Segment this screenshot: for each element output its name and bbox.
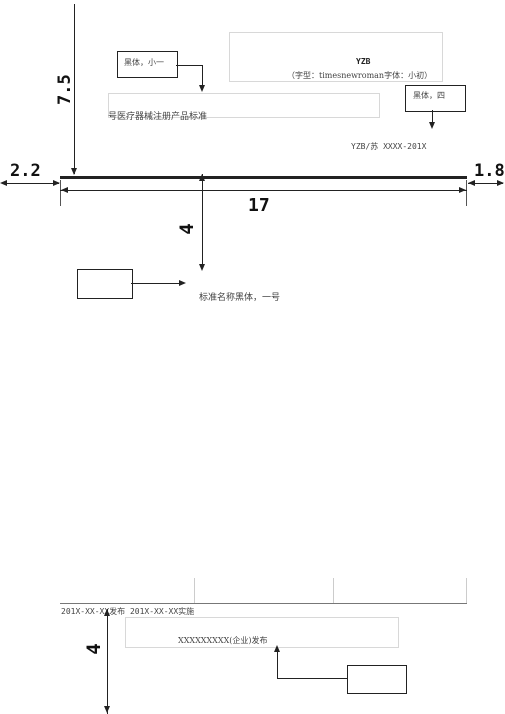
width-label: 17: [248, 195, 270, 216]
bottom-spacing-label: 4: [83, 643, 105, 655]
footer-column-divider-3: [466, 578, 467, 603]
right-margin-arrow-left: [468, 180, 475, 186]
top-margin-arrow-head: [71, 168, 77, 175]
publisher-callout-arrow: [274, 645, 280, 652]
header-rule: [60, 176, 467, 179]
font-note: （字型：timesnewroman字体：小初）: [287, 71, 433, 80]
width-arrow-right: [459, 187, 466, 193]
callout-label-heiti-xiaoyi: 黑体，小一: [124, 58, 164, 67]
bottom-spacing-arrow-up: [104, 609, 110, 616]
standard-code: YZB: [356, 57, 371, 66]
left-margin-arrow-right: [53, 180, 60, 186]
footer-dates: 201X-XX-XX发布 201X-XX-XX实施: [61, 607, 195, 616]
width-dimension-line: [60, 190, 467, 191]
right-margin-arrow-right: [497, 180, 504, 186]
width-extension-left: [60, 180, 61, 206]
standard-number: YZB/苏 XXXX-201X: [351, 142, 427, 151]
bottom-spacing-dimension-line: [107, 609, 108, 714]
publisher-callout-connector-horizontal: [277, 678, 347, 679]
title-spacing-dimension-line: [202, 174, 203, 268]
width-arrow-left: [61, 187, 68, 193]
standard-code-box: [229, 32, 443, 82]
publisher-callout-connector-vertical: [277, 651, 278, 679]
publisher: XXXXXXXXX(企业)发布: [178, 636, 268, 645]
top-margin-dimension-line: [74, 4, 75, 174]
callout-label-heiti-si: 黑体，四: [413, 91, 445, 100]
publisher-callout-box: [347, 665, 407, 694]
right-margin-dimension-line: [468, 183, 503, 184]
footer-rule: [60, 603, 467, 604]
callout-si-connector: [432, 110, 433, 124]
top-margin-label: 7.5: [55, 74, 75, 105]
title-callout-connector: [131, 283, 179, 284]
callout-arrow-heiti-si: [429, 122, 435, 129]
callout-arrow-heiti-xiaoyi: [199, 85, 205, 92]
callout-connector-vertical: [202, 65, 203, 87]
title-note: 标准名称黑体，一号: [199, 293, 281, 303]
left-margin-dimension-line: [3, 183, 59, 184]
callout-box-heiti-xiaoyi: [117, 51, 178, 78]
left-margin-arrow-left: [0, 180, 7, 186]
footer-column-divider-1: [194, 578, 195, 603]
registration-title: 号医疗器械注册产品标准: [108, 112, 208, 122]
left-margin-label: 2.2: [10, 161, 41, 181]
registration-title-box: [108, 93, 380, 118]
title-spacing-arrow-down: [199, 264, 205, 271]
footer-column-divider-2: [333, 578, 334, 603]
right-margin-label: 1.8: [474, 161, 505, 181]
bottom-spacing-arrow-down: [104, 706, 110, 713]
callout-box-heiti-si: [405, 85, 466, 112]
width-extension-right: [466, 180, 467, 206]
title-callout-box: [77, 269, 133, 299]
callout-connector-horizontal: [176, 65, 203, 66]
publisher-box: [125, 617, 399, 648]
title-callout-arrow: [179, 280, 186, 286]
title-spacing-arrow-up: [199, 174, 205, 181]
title-spacing-label: 4: [176, 223, 198, 235]
